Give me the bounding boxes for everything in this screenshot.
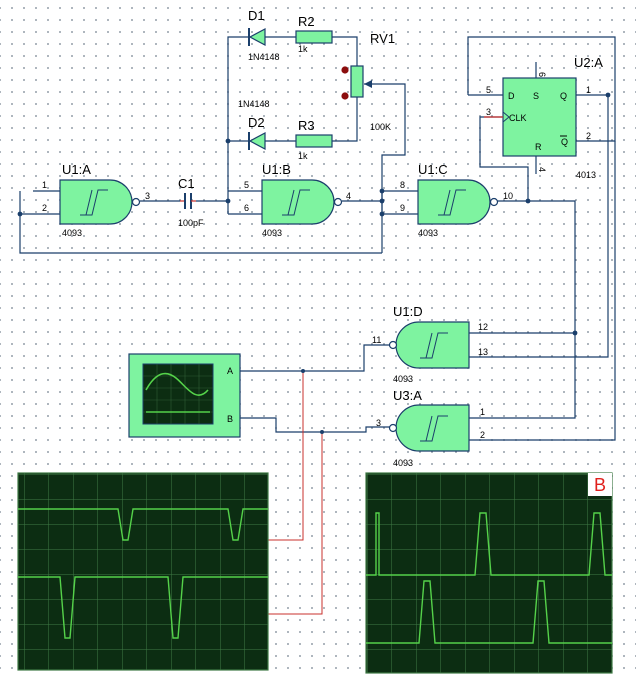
capacitor-c1: C1 100pF bbox=[178, 176, 204, 228]
u3a-pin-3: 3 bbox=[376, 418, 381, 428]
scope-display-right: B bbox=[365, 472, 613, 674]
u1c-pin-8: 8 bbox=[400, 180, 405, 190]
u1d-pin-13: 13 bbox=[478, 347, 488, 357]
gate-u1c: U1:C 4093 8 9 10 bbox=[400, 162, 513, 238]
r3-value: 1k bbox=[298, 151, 308, 161]
wires bbox=[19, 36, 616, 441]
u2a-s-label: S bbox=[533, 91, 539, 101]
u1b-pin-6: 6 bbox=[244, 203, 249, 213]
oscilloscope[interactable]: A B bbox=[128, 353, 241, 438]
u1b-pin-5: 5 bbox=[244, 180, 249, 190]
c1-value: 100pF bbox=[178, 218, 204, 228]
gate-u1d: U1:D 4093 12 13 11 bbox=[372, 304, 488, 384]
flipflop-u2a: U2:A 4013 D S Q CLK R Q 5 3 1 2 6 4 bbox=[484, 55, 603, 180]
u1a-part: 4093 bbox=[62, 228, 82, 238]
u1c-ref: U1:C bbox=[418, 162, 448, 177]
u1b-pin-4: 4 bbox=[346, 191, 351, 201]
d2-part: 1N4148 bbox=[238, 99, 270, 109]
diode-d1: D1 1N4148 bbox=[248, 8, 280, 62]
diode-d2: D2 1N4148 bbox=[238, 99, 270, 150]
rv1-ref: RV1 bbox=[370, 31, 395, 46]
resistor-r2: R2 1k bbox=[295, 14, 333, 54]
c1-ref: C1 bbox=[178, 176, 195, 191]
u1d-pin-11: 11 bbox=[372, 335, 381, 345]
scope-input-b: B bbox=[227, 414, 233, 424]
u1a-pin-1: 1 bbox=[42, 180, 47, 190]
u2a-r-label: R bbox=[535, 142, 542, 152]
resistor-r3: R3 1k bbox=[295, 118, 333, 161]
u3a-part: 4093 bbox=[393, 458, 413, 468]
d2-ref: D2 bbox=[248, 115, 265, 130]
gate-u1a: U1:A 4093 1 2 3 bbox=[42, 162, 150, 238]
r2-value: 1k bbox=[298, 44, 308, 54]
u3a-pin-2: 2 bbox=[480, 430, 485, 440]
u2a-pin-2: 2 bbox=[586, 131, 591, 141]
u2a-part: 4013 bbox=[576, 170, 596, 180]
panel-b-label: B bbox=[594, 475, 606, 495]
u2a-pin-1: 1 bbox=[586, 85, 591, 95]
u2a-pin-4: 4 bbox=[537, 167, 547, 172]
scope-input-a: A bbox=[227, 366, 233, 376]
u2a-pin-3: 3 bbox=[486, 107, 491, 117]
u1d-pin-12: 12 bbox=[478, 322, 488, 332]
rv1-value: 100K bbox=[370, 122, 391, 132]
gate-u1b: U1:B 4093 5 6 4 bbox=[244, 162, 351, 238]
u1a-pin-3: 3 bbox=[145, 191, 150, 201]
trace-b-lower bbox=[366, 580, 612, 644]
u2a-pin-5: 5 bbox=[486, 85, 491, 95]
r2-ref: R2 bbox=[298, 14, 315, 29]
u2a-d-label: D bbox=[508, 91, 515, 101]
gate-u3a: U3:A 4093 1 2 3 bbox=[376, 388, 485, 468]
u2a-clk-label: CLK bbox=[509, 113, 527, 123]
u2a-q-label: Q bbox=[560, 91, 567, 101]
u1d-ref: U1:D bbox=[393, 304, 423, 319]
u2a-pin-6: 6 bbox=[537, 72, 547, 77]
probe-leads bbox=[268, 371, 323, 615]
trace-b bbox=[18, 576, 268, 639]
u1d-part: 4093 bbox=[393, 374, 413, 384]
u3a-pin-1: 1 bbox=[480, 407, 485, 417]
u1c-part: 4093 bbox=[418, 228, 438, 238]
potentiometer-rv1: RV1 100K bbox=[341, 31, 395, 132]
u3a-ref: U3:A bbox=[393, 388, 422, 403]
u1c-pin-9: 9 bbox=[400, 203, 405, 213]
u1a-ref: U1:A bbox=[62, 162, 91, 177]
u1b-part: 4093 bbox=[262, 228, 282, 238]
u1c-pin-10: 10 bbox=[503, 191, 513, 201]
trace-b-upper bbox=[366, 512, 612, 576]
trace-a bbox=[18, 508, 268, 541]
r3-ref: R3 bbox=[298, 118, 315, 133]
u2a-qbar-label: Q bbox=[561, 137, 568, 147]
d1-ref: D1 bbox=[248, 8, 265, 23]
scope-display-left bbox=[17, 472, 269, 671]
u1b-ref: U1:B bbox=[262, 162, 291, 177]
junctions bbox=[17, 92, 611, 434]
u2a-ref: U2:A bbox=[574, 55, 603, 70]
d1-part: 1N4148 bbox=[248, 52, 280, 62]
u1a-pin-2: 2 bbox=[42, 203, 47, 213]
